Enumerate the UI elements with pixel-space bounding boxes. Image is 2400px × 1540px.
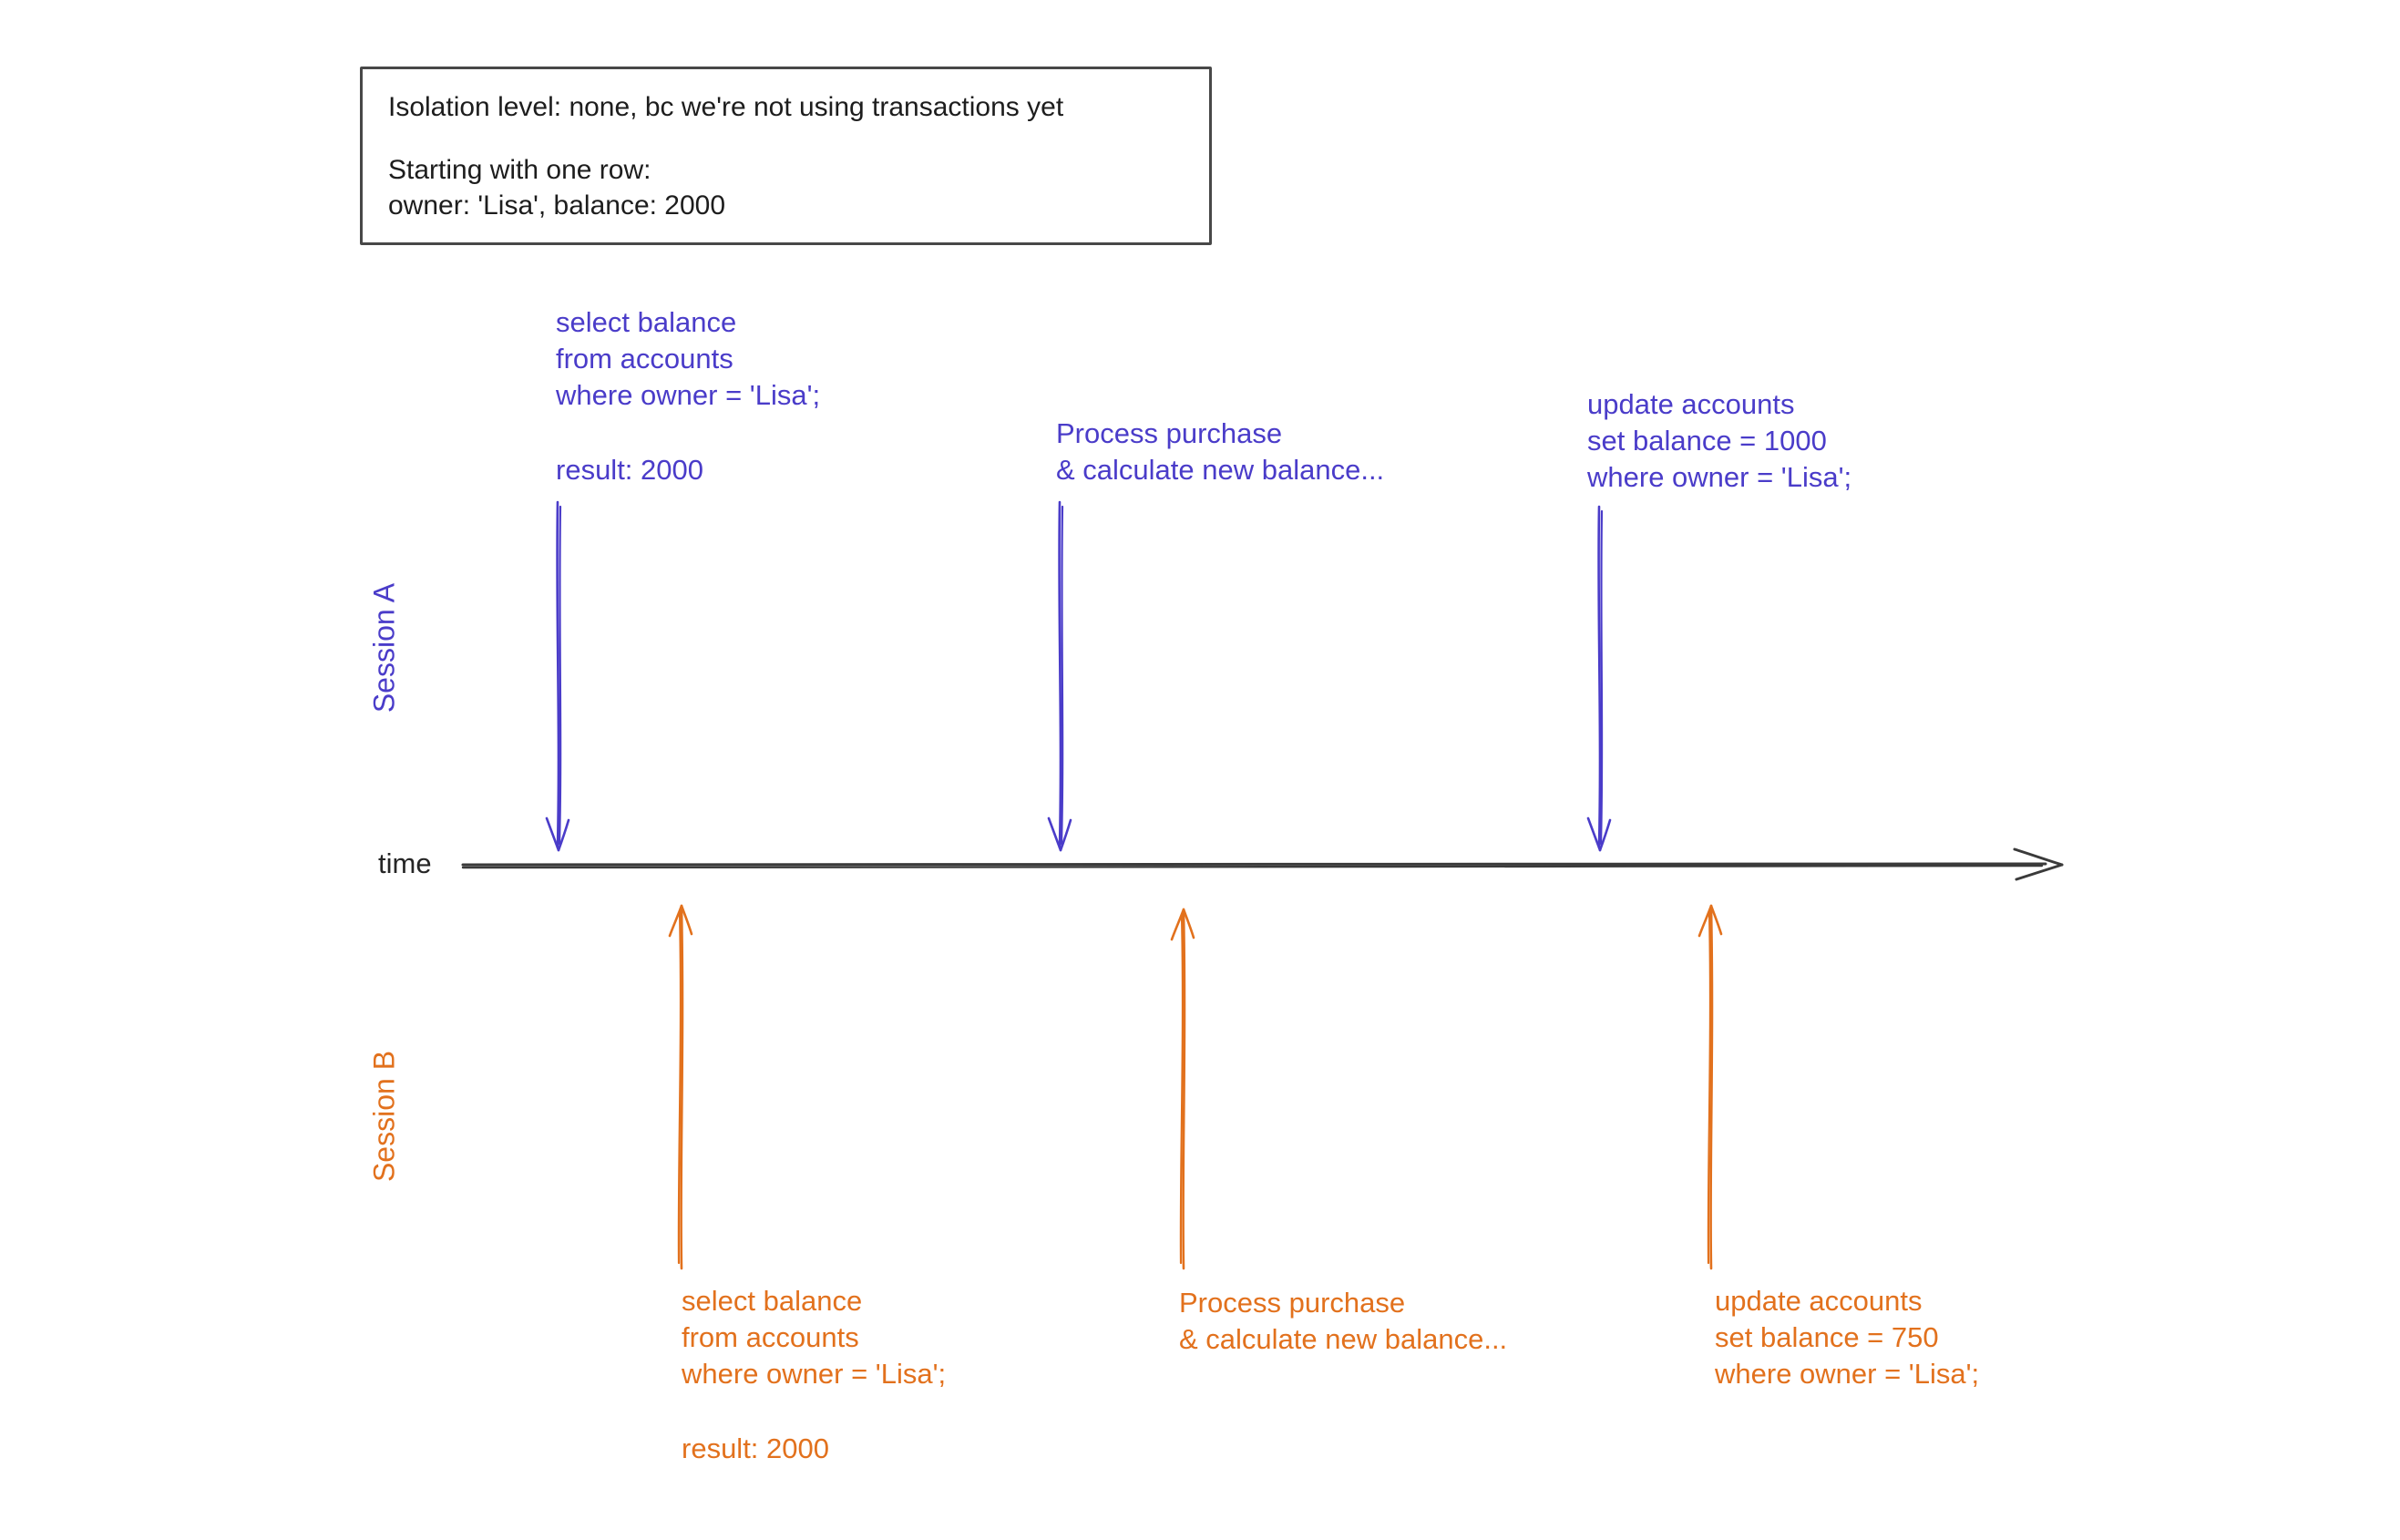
- session-b-event-1-line-3: where owner = 'Lisa';: [682, 1358, 947, 1390]
- session-b-event-2-line-2: & calculate new balance...: [1179, 1323, 1508, 1355]
- session-b-event-2-text: Process purchase & calculate new balance…: [1179, 1285, 1507, 1358]
- session-a-label: Session A: [367, 582, 401, 714]
- session-b-event-3-line-3: where owner = 'Lisa';: [1715, 1358, 1980, 1390]
- session-b-arrow-3-icon: [1691, 898, 1731, 1272]
- session-a-arrow-3-icon: [1580, 504, 1620, 857]
- session-a-event-1-line-2: from accounts: [556, 343, 733, 375]
- session-b-event-1-text: select balance from accounts where owner…: [682, 1283, 946, 1467]
- session-a-event-1-text: select balance from accounts where owner…: [556, 304, 820, 488]
- session-a-event-3-line-2: set balance = 1000: [1587, 425, 1827, 457]
- session-b-event-1-line-1: select balance: [682, 1285, 863, 1317]
- session-b-label: Session B: [367, 1050, 401, 1183]
- session-b-arrow-2-icon: [1164, 902, 1204, 1272]
- session-a-event-2-line-2: & calculate new balance...: [1056, 454, 1385, 486]
- session-b-event-3-line-2: set balance = 750: [1715, 1321, 1939, 1353]
- session-a-arrow-1-icon: [538, 499, 579, 857]
- session-a-event-3-line-1: update accounts: [1587, 388, 1795, 420]
- note-box: Isolation level: none, bc we're not usin…: [360, 67, 1212, 245]
- timeline-arrow-icon: [460, 846, 2068, 884]
- session-a-arrow-2-icon: [1041, 499, 1081, 857]
- session-a-event-1-result: result: 2000: [556, 454, 703, 486]
- time-label: time: [378, 847, 432, 879]
- session-a-event-2-text: Process purchase & calculate new balance…: [1056, 416, 1384, 488]
- note-line-row: owner: 'Lisa', balance: 2000: [388, 190, 726, 221]
- session-a-event-2-line-1: Process purchase: [1056, 417, 1283, 449]
- session-b-arrow-1-icon: [662, 898, 702, 1272]
- session-a-event-1-line-3: where owner = 'Lisa';: [556, 379, 821, 411]
- session-b-event-1-result: result: 2000: [682, 1432, 829, 1464]
- session-b-event-3-text: update accounts set balance = 750 where …: [1715, 1283, 1979, 1392]
- note-line-starting: Starting with one row:: [388, 155, 651, 185]
- note-gap: [388, 125, 1184, 152]
- session-a-event-3-text: update accounts set balance = 1000 where…: [1587, 386, 1851, 496]
- session-b-event-1-line-2: from accounts: [682, 1321, 859, 1353]
- note-line-isolation: Isolation level: none, bc we're not usin…: [388, 92, 1064, 122]
- session-b-event-2-line-1: Process purchase: [1179, 1287, 1406, 1319]
- session-a-event-3-line-3: where owner = 'Lisa';: [1587, 461, 1852, 493]
- session-a-event-1-line-1: select balance: [556, 306, 737, 338]
- session-b-event-3-line-1: update accounts: [1715, 1285, 1923, 1317]
